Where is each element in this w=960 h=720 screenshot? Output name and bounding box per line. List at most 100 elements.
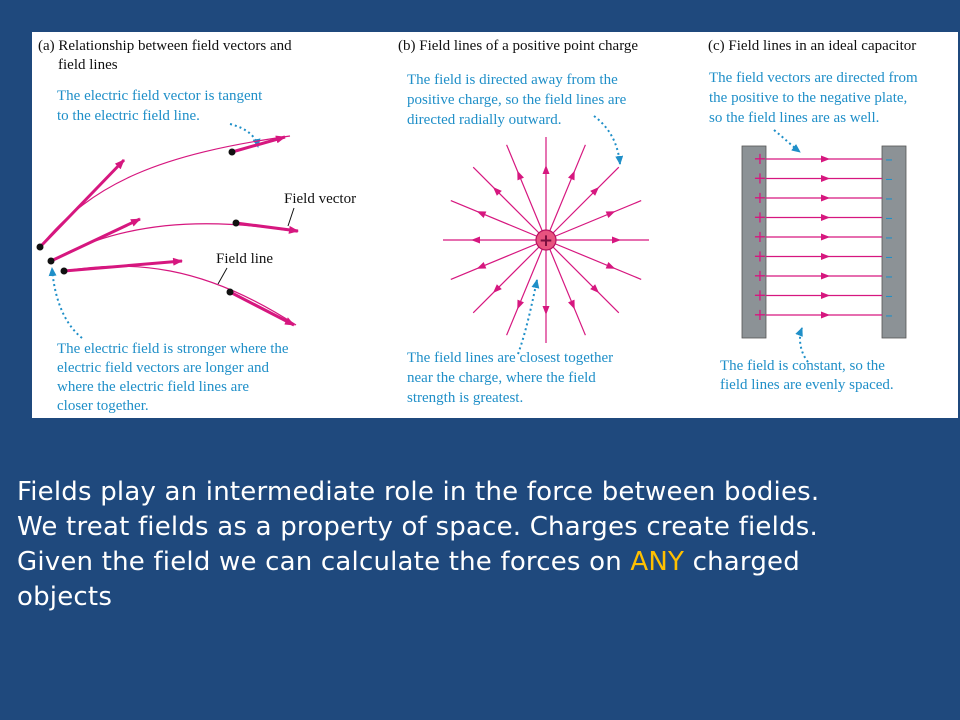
minus-charge: – — [885, 209, 893, 227]
dotted-pointer-top-b — [593, 115, 624, 165]
capacitor-arrowhead — [821, 253, 830, 260]
capacitor-arrowhead — [821, 233, 830, 241]
capacitor-arrowhead — [821, 214, 830, 221]
panel-a-note-bottom-2: electric field vectors are longer and — [57, 360, 269, 376]
radial-arrowhead — [612, 236, 621, 244]
plus-charge: + — [753, 247, 766, 266]
dotted-pointer-bottom-a — [48, 267, 83, 339]
radial-arrowhead — [476, 262, 487, 269]
panel-c-note-top-3: so the field lines are as well. — [709, 110, 879, 126]
radial-field-line — [545, 166, 620, 241]
leader-field-line — [217, 267, 228, 285]
positive-charge — [535, 229, 557, 251]
radial-arrowhead — [590, 284, 600, 294]
field-vector-arrow — [231, 135, 286, 154]
radial-arrowhead — [568, 299, 575, 310]
label-field-line: Field line — [216, 251, 273, 267]
panel-b-note-top-2: positive charge, so the field lines are — [407, 92, 627, 108]
minus-charge: – — [885, 170, 893, 188]
field-line — [63, 265, 297, 326]
minus-charge: – — [885, 287, 893, 305]
radial-arrowhead — [590, 186, 600, 196]
radial-arrowhead — [471, 236, 480, 244]
panel-c-note-top-1: The field vectors are directed from — [709, 70, 918, 86]
panel-b-note-bottom-2: near the charge, where the field — [407, 370, 596, 386]
field-point — [228, 148, 236, 156]
minus-charge: – — [885, 306, 893, 324]
field-vector-arrow — [63, 257, 183, 273]
panel-c-note-bottom-2: field lines are evenly spaced. — [720, 377, 894, 393]
panel-a-title-1: (a) Relationship between field vectors a… — [38, 38, 292, 54]
radial-arrowhead — [492, 284, 502, 294]
radial-field-line — [506, 239, 547, 336]
field-vector-arrow — [229, 290, 295, 327]
radial-field-line — [545, 239, 642, 280]
label-field-vector: Field vector — [284, 191, 356, 207]
panel-b: (b) Field lines of a positive point char… — [398, 38, 649, 406]
text-line-3-pre: Given the field we can calculate the for… — [17, 547, 631, 577]
charge-symbol: + — [539, 231, 553, 251]
plus-charge: + — [753, 286, 766, 305]
plus-charge: + — [753, 227, 766, 246]
capacitor-arrowhead — [821, 292, 830, 299]
radial-arrowhead — [605, 262, 616, 269]
figure-svg: (a) Relationship between field vectors a… — [36, 38, 918, 414]
text-line-2: We treat fields as a property of space. … — [17, 512, 818, 542]
panel-b-title: (b) Field lines of a positive point char… — [398, 38, 638, 54]
radial-arrowhead — [476, 211, 487, 218]
radial-field-line — [545, 144, 586, 241]
capacitor-arrowhead — [821, 194, 830, 202]
panel-c: (c) Field lines in an ideal capacitor Th… — [708, 38, 918, 393]
minus-charge: – — [885, 248, 893, 266]
panel-a-title-2: field lines — [58, 57, 118, 73]
field-vector-arrow — [38, 158, 126, 249]
radial-field-line — [506, 144, 547, 241]
dotted-pointer-top-c — [773, 129, 801, 153]
field-line — [39, 135, 291, 248]
radial-arrowhead — [517, 299, 524, 310]
positive-plate — [741, 145, 767, 339]
radial-field-line — [450, 239, 547, 280]
panel-c-title: (c) Field lines in an ideal capacitor — [708, 38, 916, 54]
minus-charge: – — [885, 150, 893, 168]
negative-plate — [881, 145, 907, 339]
plus-charge: + — [753, 266, 766, 285]
radial-arrowhead — [542, 165, 550, 174]
capacitor-field-lines: + – + – + – + – + – + – + – + – + – — [753, 149, 892, 324]
radial-field-line — [472, 239, 547, 314]
plus-charge: + — [753, 208, 766, 227]
minus-charge: – — [885, 189, 893, 207]
plus-charge: + — [753, 188, 766, 207]
dotted-pointer-bottom-c — [795, 327, 809, 363]
capacitor-arrowhead — [821, 175, 830, 182]
minus-charge: – — [885, 228, 893, 246]
radial-field-line — [472, 166, 547, 241]
panel-a-note-top-1: The electric field vector is tangent — [57, 88, 263, 104]
plus-charge: + — [753, 149, 766, 168]
panel-a: (a) Relationship between field vectors a… — [36, 38, 356, 414]
radial-arrowhead — [568, 170, 575, 181]
panel-b-note-bottom-1: The field lines are closest together — [407, 350, 613, 366]
radial-arrowhead — [517, 170, 524, 181]
text-line-1: Fields play an intermediate role in the … — [17, 477, 820, 507]
plus-charge: + — [753, 169, 766, 188]
radial-field-lines — [443, 137, 649, 343]
panel-b-note-bottom-3: strength is greatest. — [407, 390, 523, 406]
field-point — [232, 219, 240, 227]
radial-field-line — [545, 239, 620, 314]
panel-b-note-top-3: directed radially outward. — [407, 112, 562, 128]
highlight-any: ANY — [630, 547, 685, 577]
radial-arrowhead — [605, 211, 616, 218]
body-text: Fields play an intermediate role in the … — [17, 475, 947, 615]
text-line-3: Given the field we can calculate the for… — [17, 545, 947, 580]
physics-figure: (a) Relationship between field vectors a… — [32, 32, 958, 418]
panel-a-note-top-2: to the electric field line. — [57, 108, 200, 124]
radial-arrowhead — [492, 186, 502, 196]
field-point — [36, 243, 44, 251]
radial-field-line — [450, 200, 547, 241]
panel-a-note-bottom-1: The electric field is stronger where the — [57, 341, 289, 357]
minus-charge: – — [885, 267, 893, 285]
field-vector-arrow — [50, 217, 141, 263]
text-line-4: objects — [17, 582, 113, 612]
plus-charge: + — [753, 305, 766, 324]
